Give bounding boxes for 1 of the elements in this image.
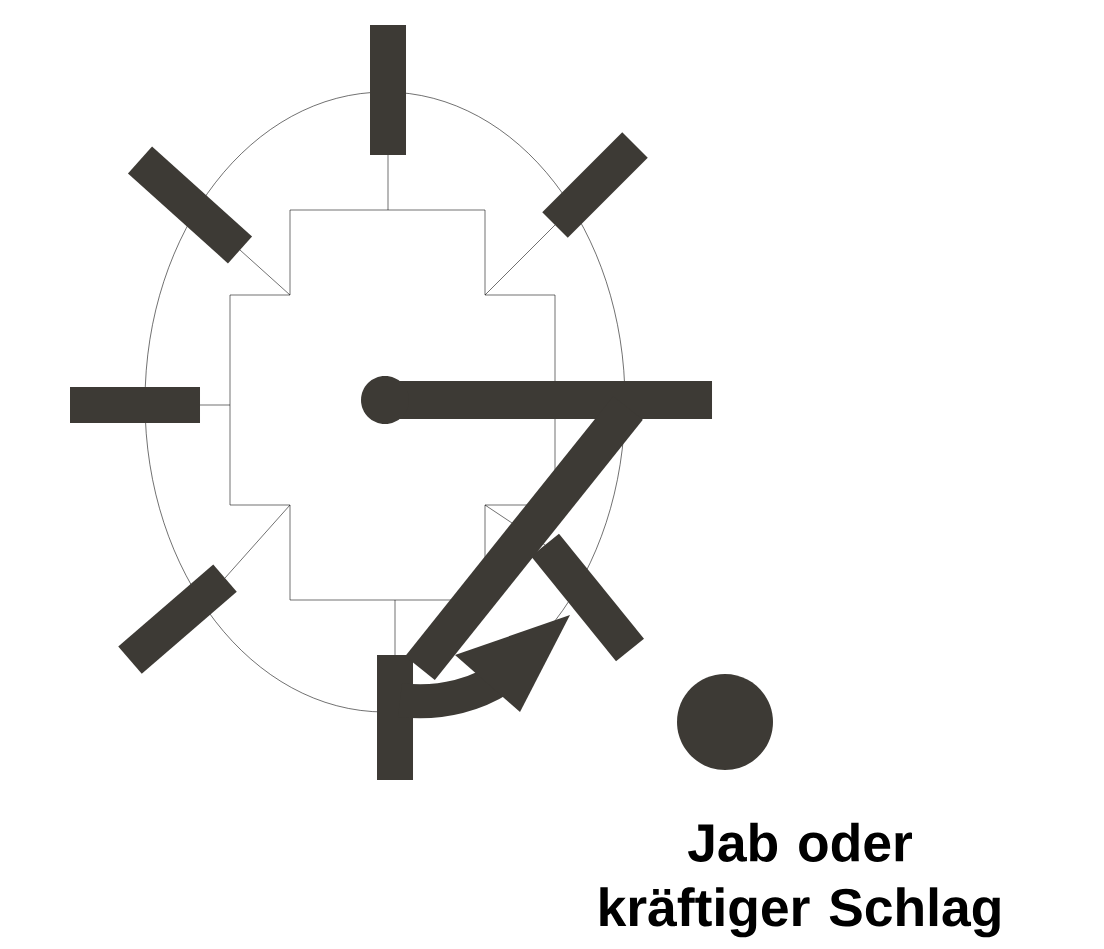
caption-text: Jab oder kräftiger Schlag xyxy=(600,822,1000,938)
